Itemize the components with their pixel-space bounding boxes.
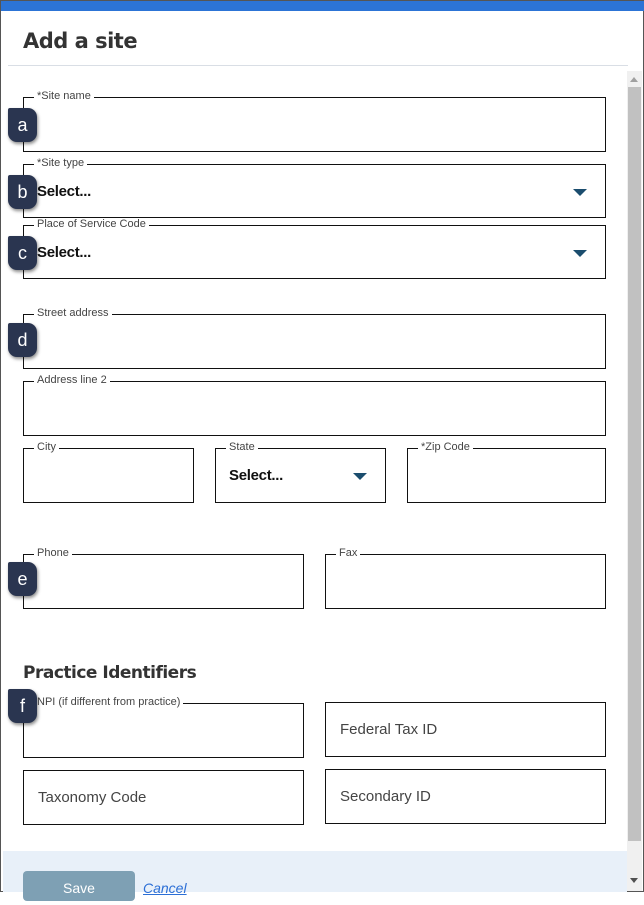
chevron-down-icon <box>573 250 587 257</box>
zip-code-input[interactable]: *Zip Code <box>407 441 606 503</box>
street-address-input[interactable]: Street address <box>23 307 606 369</box>
cancel-link[interactable]: Cancel <box>143 880 187 896</box>
fax-label: Fax <box>336 547 361 559</box>
scroll-up-icon[interactable] <box>630 77 638 82</box>
taxonomy-code-input[interactable]: Taxonomy Code <box>23 770 304 825</box>
site-type-label: *Site type <box>34 157 88 169</box>
chevron-down-icon <box>573 189 587 196</box>
annotation-badge-c: c <box>8 236 37 270</box>
secondary-id-placeholder: Secondary ID <box>340 788 431 805</box>
address-line-2-label: Address line 2 <box>34 374 110 386</box>
secondary-id-input[interactable]: Secondary ID <box>325 769 606 824</box>
federal-tax-id-placeholder: Federal Tax ID <box>340 721 438 738</box>
annotation-badge-e: e <box>8 562 37 596</box>
annotation-badge-f: f <box>8 689 37 723</box>
phone-input[interactable]: Phone <box>23 547 304 609</box>
site-name-input[interactable]: *Site name <box>23 90 606 152</box>
top-accent-bar <box>1 1 644 11</box>
taxonomy-code-placeholder: Taxonomy Code <box>38 789 147 806</box>
scroll-down-icon[interactable] <box>630 878 638 883</box>
npi-input[interactable]: NPI (if different from practice) <box>23 696 304 758</box>
annotation-badge-d: d <box>8 323 37 357</box>
header-divider <box>8 65 628 66</box>
fax-input[interactable]: Fax <box>325 547 606 609</box>
city-label: City <box>34 441 59 453</box>
address-line-2-input[interactable]: Address line 2 <box>23 374 606 436</box>
annotation-badge-a: a <box>8 108 37 142</box>
street-address-label: Street address <box>34 307 112 319</box>
annotation-badge-b: b <box>8 175 37 209</box>
state-select[interactable]: State Select... <box>215 441 386 503</box>
pos-code-select[interactable]: Place of Service Code Select... <box>23 218 606 279</box>
npi-label: NPI (if different from practice) <box>34 696 184 708</box>
site-type-value: Select... <box>37 183 91 200</box>
zip-code-label: *Zip Code <box>418 441 473 453</box>
site-type-select[interactable]: *Site type Select... <box>23 157 606 218</box>
chevron-down-icon <box>353 473 367 480</box>
dialog-title: Add a site <box>23 29 138 53</box>
scrollbar-thumb[interactable] <box>628 87 641 841</box>
city-input[interactable]: City <box>23 441 194 503</box>
pos-code-label: Place of Service Code <box>34 218 149 230</box>
state-value: Select... <box>229 467 283 484</box>
save-button[interactable]: Save <box>23 871 135 901</box>
pos-code-value: Select... <box>37 244 91 261</box>
state-label: State <box>226 441 258 453</box>
practice-identifiers-heading: Practice Identifiers <box>23 663 197 683</box>
site-name-label: *Site name <box>34 90 94 102</box>
phone-label: Phone <box>34 547 72 559</box>
federal-tax-id-input[interactable]: Federal Tax ID <box>325 702 606 757</box>
